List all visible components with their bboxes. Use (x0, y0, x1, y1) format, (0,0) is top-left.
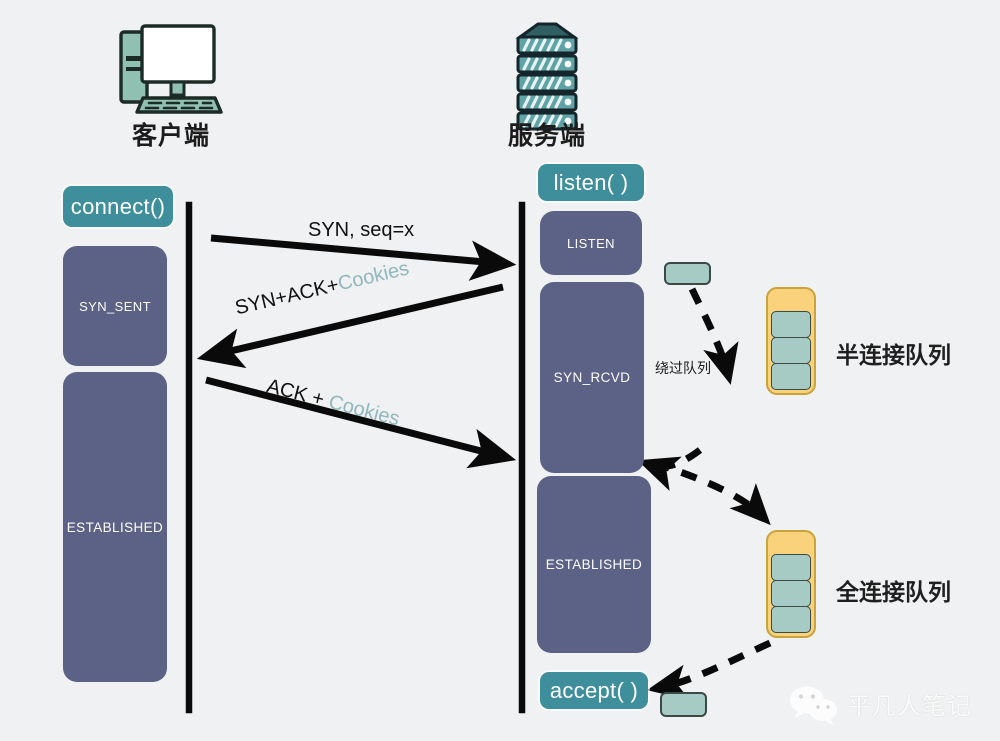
accept-call-pill[interactable]: accept( ) (540, 672, 648, 709)
client-state-established: ESTABLISHED (63, 372, 167, 682)
incoming-connection-chip (664, 262, 711, 285)
queue-slot (771, 363, 811, 390)
message-highlight: Cookies (326, 391, 402, 431)
client-endpoint: 客户端 (86, 112, 256, 152)
message-label-ack-cookies: ACK + Cookies (264, 375, 402, 431)
bypass-queue-note: 绕过队列 (655, 361, 711, 377)
accept-queue-label: 全连接队列 (836, 580, 951, 606)
server-label: 服务端 (507, 121, 586, 150)
client-label: 客户端 (131, 121, 210, 150)
message-label-syn: SYN, seq=x (308, 219, 414, 242)
arrow-established-feedback (637, 447, 703, 491)
message-label-syn-ack-cookies: SYN+ACK+Cookies (233, 257, 411, 320)
server-state-listen: LISTEN (540, 211, 642, 275)
arrow-accept-dequeue (646, 639, 772, 701)
queue-slot (771, 311, 811, 338)
message-highlight: Cookies (335, 257, 412, 296)
message-text: ACK + (264, 375, 332, 413)
half-open-queue-label: 半连接队列 (836, 343, 951, 369)
dequeued-connection-chip (660, 692, 707, 717)
queue-slot (771, 606, 811, 633)
queue-slot (771, 580, 811, 607)
queue-slot (771, 554, 811, 581)
queue-slot (771, 337, 811, 364)
connect-call-pill[interactable]: connect() (63, 186, 173, 227)
watermark: 平凡人笔记 (790, 683, 972, 723)
desktop-computer-icon (119, 24, 223, 114)
message-text: SYN+ACK+ (233, 273, 341, 320)
accept-queue (766, 530, 816, 638)
message-text: SYN, seq=x (308, 219, 415, 241)
client-state-syn-sent: SYN_SENT (63, 246, 167, 366)
server-state-syn-rcvd: SYN_RCVD (540, 282, 644, 473)
watermark-text: 平凡人笔记 (847, 691, 972, 720)
listen-call-pill[interactable]: listen( ) (538, 164, 644, 201)
half-open-queue (766, 287, 816, 395)
server-state-established: ESTABLISHED (537, 476, 651, 653)
arrow-to-accept-queue (652, 459, 771, 526)
server-endpoint: 服务端 (462, 112, 632, 152)
